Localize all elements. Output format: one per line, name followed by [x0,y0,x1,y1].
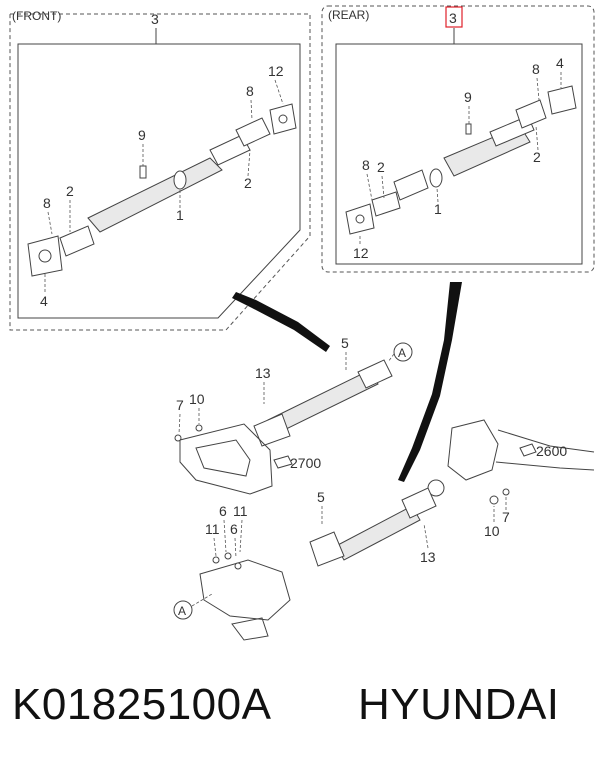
rear-callout-2-upper: 2 [533,149,541,165]
rear-panel-title: (REAR) [328,8,369,22]
front-assembly-callout: 3 [151,11,159,27]
rear-assembly-callout: 3 [449,10,457,26]
brand-name: HYUNDAI [358,680,560,729]
front-pointer-leader [232,292,330,352]
front-callout-8-lower: 8 [43,195,51,211]
rear-callout-8: 8 [532,61,540,77]
rear-pointer-leader [398,282,462,482]
lower-callout-7-lower: 7 [502,509,510,525]
lower-callout-13-upper: 13 [255,365,271,381]
front-callout-4: 4 [40,293,48,309]
rear-assembly-highlight [445,6,463,28]
lower-callout-6-a: 6 [219,503,227,519]
front-panel-inner-frame [17,43,301,319]
ref-marker-a-upper [393,342,413,362]
rear-driveshaft [345,85,577,235]
ref-code-2600: 2600 [536,443,567,459]
rear-panel-inner-frame [335,43,583,265]
lower-callout-11-a: 11 [205,521,220,537]
ref-marker-a-lower-label: A [178,604,186,618]
lower-callout-10-upper: 10 [189,391,205,407]
front-callout-2-upper: 2 [244,175,252,191]
rear-callout-4: 4 [556,55,564,71]
footer: K01825100A HYUNDAI [0,680,600,750]
rear-callout-1: 1 [434,201,442,217]
front-callout-1: 1 [176,207,184,223]
rear-callout-12: 12 [353,245,369,261]
rear-panel-frame [321,5,595,273]
front-callout-8: 8 [246,83,254,99]
front-callout-9: 9 [138,127,146,143]
rear-panel: (REAR) 3 8 4 9 2 8 2 1 12 [321,5,595,273]
front-panel-frame [9,13,311,331]
ref-code-2700: 2700 [290,455,321,471]
rear-callout-8-lower: 8 [362,157,370,173]
lower-callout-5-upper: 5 [341,335,349,351]
lower-callout-11-b: 11 [233,503,248,519]
front-panel-title: (FRONT) [12,9,61,23]
front-callout-12: 12 [268,63,284,79]
lower-assembly: 5 13 7 10 A 2700 2600 5 6 [173,335,595,641]
lower-callout-13-lower: 13 [420,549,436,565]
lower-callout-10-lower: 10 [484,523,500,539]
front-driveshaft [27,103,297,277]
rear-callout-2-lower: 2 [377,159,385,175]
lower-callout-6-b: 6 [230,521,238,537]
rear-callout-9: 9 [464,89,472,105]
ref-marker-a-upper-label: A [398,346,406,360]
part-number: K01825100A [12,680,272,729]
front-callout-2-lower: 2 [66,183,74,199]
lower-callout-5-lower: 5 [317,489,325,505]
lower-callout-7-upper: 7 [176,397,184,413]
front-panel: (FRONT) 3 12 8 9 2 1 2 8 4 [9,9,311,331]
ref-marker-a-lower [173,600,193,620]
